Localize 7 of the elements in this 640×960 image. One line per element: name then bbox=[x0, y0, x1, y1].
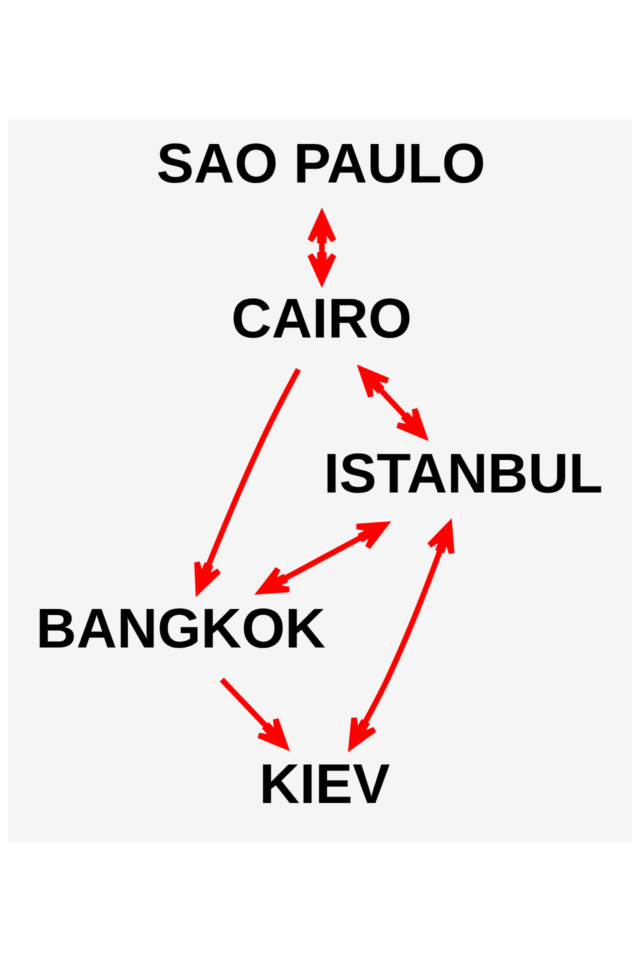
node-text: SAO PAULO bbox=[156, 131, 486, 194]
node-text: BANGKOK bbox=[36, 596, 326, 660]
node-text: ISTANBUL bbox=[324, 441, 603, 504]
node-text: CAIRO bbox=[231, 286, 412, 350]
arrow bbox=[220, 677, 288, 749]
node-text: KIEV bbox=[259, 751, 390, 814]
arrow bbox=[358, 366, 427, 438]
